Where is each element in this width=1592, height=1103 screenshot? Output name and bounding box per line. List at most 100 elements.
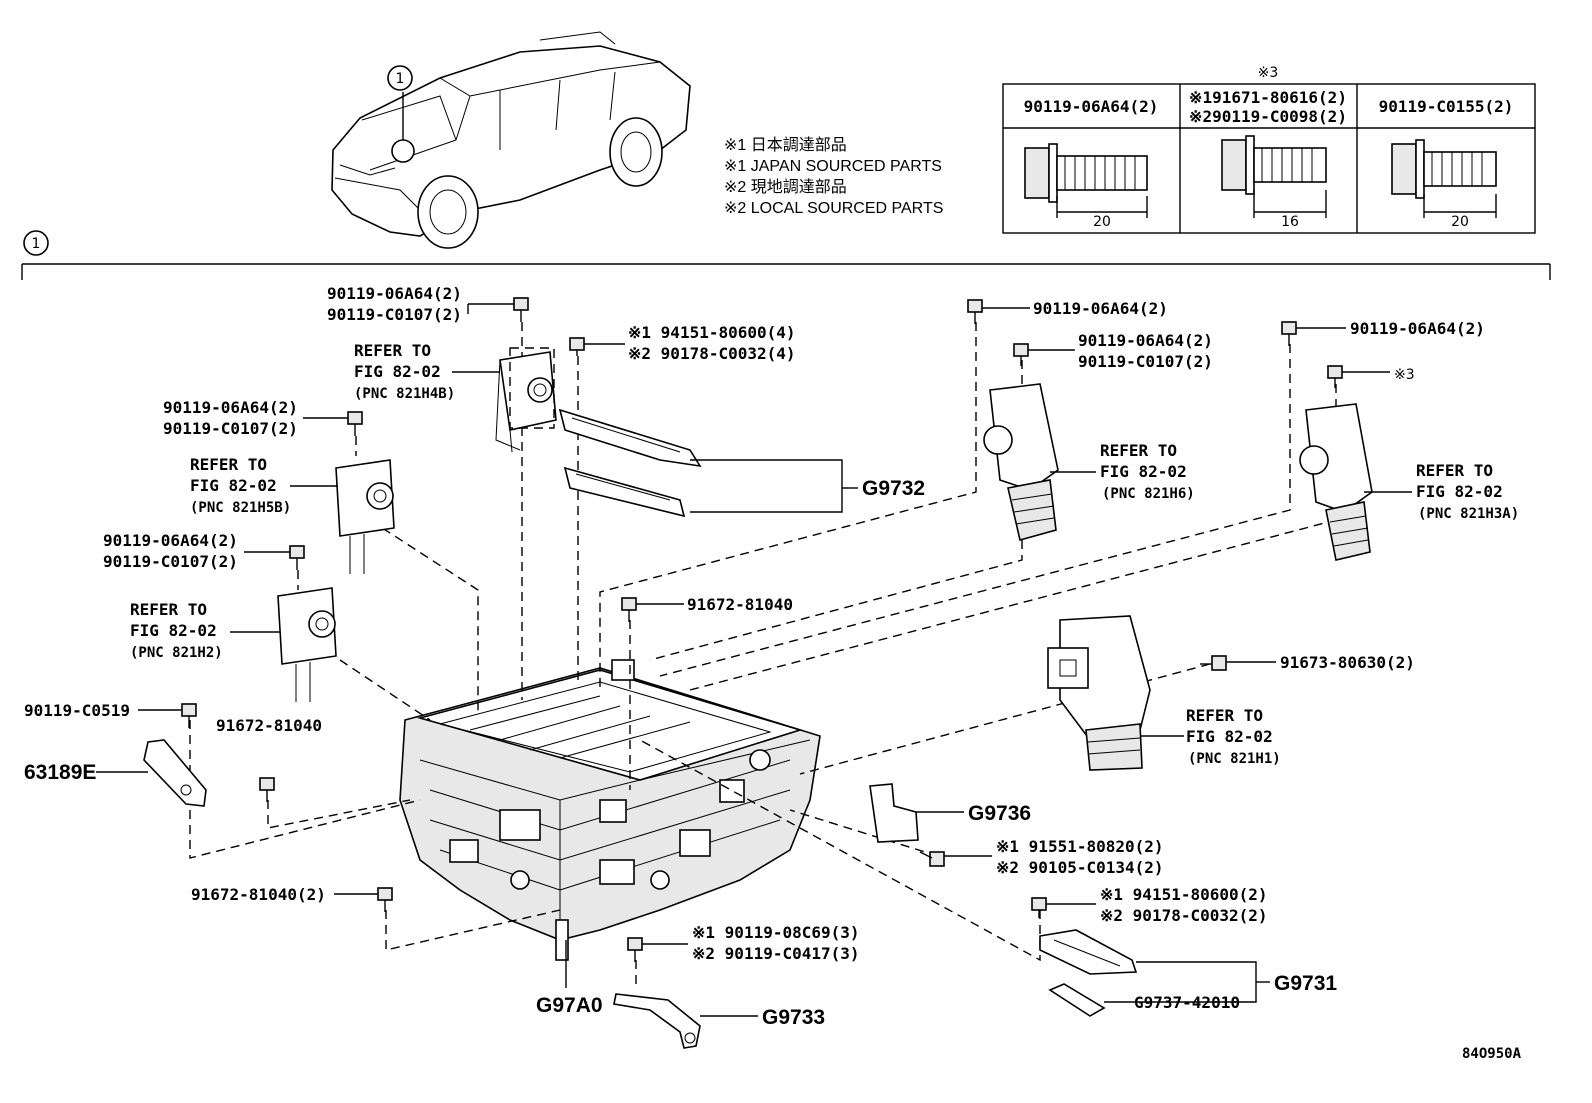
bolt-head-icon	[1281, 321, 1297, 346]
bracket-g9733	[613, 993, 701, 1049]
label-refer-a2: FIG 82-02	[354, 362, 441, 381]
label-refer-f2: FIG 82-02	[1416, 482, 1503, 501]
nut-icon	[569, 337, 585, 356]
fasteners	[181, 297, 1343, 962]
label-bracket-63189e: 63189E	[24, 761, 96, 784]
label-bolt-c0519: 90119-C0519	[24, 701, 130, 720]
connector-821h1	[1047, 615, 1151, 771]
bolt-table-col3-header: 90119-C0155(2)	[1379, 97, 1514, 116]
note-line-1: ※1 日本調達部品	[724, 136, 847, 154]
leader-lines	[96, 303, 1412, 1017]
bolt-head-icon	[627, 937, 643, 962]
label-refer-b2: FIG 82-02	[190, 476, 277, 495]
bolt-icon	[1221, 135, 1327, 195]
label-nut-bot2: ※2 90178-C0032(2)	[1100, 906, 1268, 925]
bolt-table-col1-dimension: 20	[1093, 214, 1111, 230]
label-left-bolt-b1: 90119-06A64(2)	[163, 398, 298, 417]
label-g9731: G9731	[1274, 972, 1337, 995]
label-bolt-91672-b: 91672-81040	[216, 716, 322, 735]
diagram-id: 84O950A	[1462, 1046, 1522, 1062]
label-nut-top2: ※2 90178-C0032(4)	[628, 344, 796, 363]
bolt-table: ※3 90119-06A64(2) ※191671-80616(2) ※2901…	[1002, 65, 1536, 234]
label-refer-f1: REFER TO	[1416, 461, 1493, 480]
label-left-bolt-c2: 90119-C0107(2)	[103, 552, 238, 571]
bolt-head-icon	[967, 299, 983, 324]
label-nut-bot1: ※1 94151-80600(2)	[1100, 885, 1268, 904]
label-g9732: G9732	[862, 477, 925, 500]
bolt-head-icon	[347, 411, 363, 436]
label-refer-e2: FIG 82-02	[1100, 462, 1187, 481]
note-line-2: ※1 JAPAN SOURCED PARTS	[724, 158, 942, 175]
callout-number: 1	[396, 71, 405, 87]
bolt-table-col2-header-1: ※191671-80616(2)	[1189, 88, 1347, 107]
callout-marker-icon	[391, 139, 415, 163]
connector-821h4b	[495, 347, 557, 453]
label-refer-g3: (PNC 821H1)	[1188, 751, 1281, 767]
label-bolt-91551-1: ※1 91551-80820(2)	[996, 837, 1164, 856]
callout-circle-icon	[387, 65, 413, 91]
label-right-bolt-e2: 90119-C0107(2)	[1078, 352, 1213, 371]
bracket-g9736	[869, 783, 919, 843]
vehicle-illustration: 1	[331, 31, 691, 249]
bolt-head-icon	[181, 703, 197, 728]
nut-icon	[1031, 897, 1047, 918]
connector-821h2	[277, 587, 337, 702]
label-refer-c2: FIG 82-02	[130, 621, 217, 640]
bolt-head-icon	[289, 545, 305, 570]
label-right-bolt-d: 90119-06A64(2)	[1033, 299, 1168, 318]
section-callout-icon	[23, 230, 49, 256]
connector-821h5b	[335, 459, 395, 574]
bolt-icon	[1024, 143, 1148, 203]
label-far-bolt-f: 90119-06A64(2)	[1350, 319, 1485, 338]
section-callout-number: 1	[32, 236, 41, 252]
bolt-icon	[1391, 139, 1497, 199]
bolt-table-col3-dimension: 20	[1451, 214, 1469, 230]
bolt-head-icon	[919, 851, 945, 867]
label-bolt-08c69-2: ※2 90119-C0417(3)	[692, 944, 860, 963]
note-line-3: ※2 現地調達部品	[724, 178, 847, 196]
bracket-63189e	[143, 739, 207, 807]
label-far-note-f: ※3	[1394, 367, 1415, 383]
bolt-head-icon	[259, 777, 275, 802]
label-refer-e3: (PNC 821H6)	[1102, 486, 1195, 502]
notes-block: ※1 日本調達部品 ※1 JAPAN SOURCED PARTS ※2 現地調達…	[724, 136, 943, 217]
label-g9736: G9736	[968, 802, 1031, 825]
label-refer-b3: (PNC 821H5B)	[190, 500, 291, 516]
label-refer-a1: REFER TO	[354, 341, 431, 360]
part-labels: 90119-06A64(2) 90119-C0107(2) REFER TO F…	[24, 284, 1522, 1062]
connector-821h3a	[1299, 403, 1373, 561]
label-bolt-91551-2: ※2 90105-C0134(2)	[996, 858, 1164, 877]
label-g9737: G9737-42010	[1134, 993, 1240, 1012]
label-right-bolt-e1: 90119-06A64(2)	[1078, 331, 1213, 350]
label-bolt-08c69-1: ※1 90119-08C69(3)	[692, 923, 860, 942]
label-refer-g2: FIG 82-02	[1186, 727, 1273, 746]
label-refer-a3: (PNC 821H4B)	[354, 386, 455, 402]
bolt-table-col2-dimension: 16	[1281, 214, 1299, 230]
label-top-bolt-a1: 90119-06A64(2)	[327, 284, 462, 303]
bolt-head-icon	[377, 887, 393, 912]
label-g9733: G9733	[762, 1006, 825, 1029]
label-nut-top1: ※1 94151-80600(4)	[628, 323, 796, 342]
label-refer-f3: (PNC 821H3A)	[1418, 506, 1519, 522]
inverter-assembly	[399, 659, 821, 961]
label-top-bolt-a2: 90119-C0107(2)	[327, 305, 462, 324]
bolt-head-icon	[1200, 655, 1227, 671]
connector-821h6	[983, 383, 1059, 541]
bolt-table-caption: ※3	[1258, 65, 1279, 81]
section-bracket: 1	[21, 230, 1551, 280]
label-refer-g1: REFER TO	[1186, 706, 1263, 725]
bolt-table-col1-header: 90119-06A64(2)	[1024, 97, 1159, 116]
label-refer-c3: (PNC 821H2)	[130, 645, 223, 661]
label-g97a0: G97A0	[536, 994, 603, 1017]
label-bolt-91673: 91673-80630(2)	[1280, 653, 1415, 672]
label-refer-b1: REFER TO	[190, 455, 267, 474]
label-bolt-91672-c: 91672-81040(2)	[191, 885, 326, 904]
note-line-4: ※2 LOCAL SOURCED PARTS	[724, 200, 943, 217]
bolt-table-col2-header-2: ※290119-C0098(2)	[1189, 107, 1347, 126]
bolt-head-icon	[513, 297, 529, 322]
gasket-g9731	[1039, 929, 1138, 1017]
bolt-head-icon	[1327, 365, 1343, 388]
label-bolt-91672-a: 91672-81040	[687, 595, 793, 614]
